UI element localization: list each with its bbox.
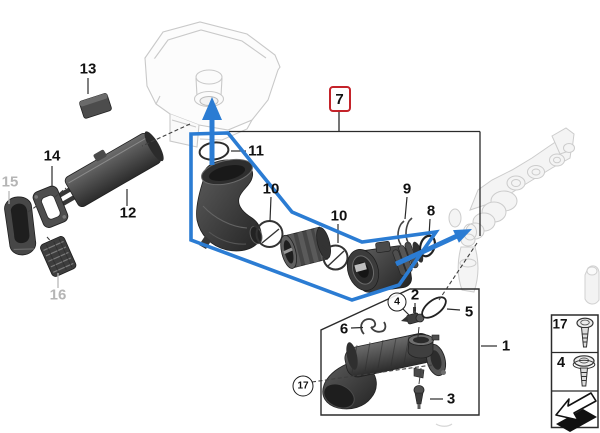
dashed-lines xyxy=(27,123,478,383)
bracket-lines-7 xyxy=(229,111,481,236)
callout-6[interactable]: 6 xyxy=(339,320,349,338)
group-box-1 xyxy=(320,288,480,416)
corrugated-sleeve xyxy=(280,226,331,269)
right-edge-ghost xyxy=(584,265,600,305)
screw-icon xyxy=(576,317,594,348)
hose-clamp-10-left xyxy=(248,218,284,248)
part-12-resonator xyxy=(50,131,164,208)
callout-10-right[interactable]: 10 xyxy=(330,207,348,225)
callout-7-highlighted[interactable]: 7 xyxy=(328,86,351,112)
callout-12[interactable]: 12 xyxy=(119,204,137,222)
direction-arrow-icon xyxy=(555,392,597,432)
legend-panel xyxy=(550,314,599,432)
callout-4-circled[interactable]: 4 xyxy=(387,292,407,312)
flow-arrow-up-icon xyxy=(202,97,222,165)
hose-clamp-10-right xyxy=(321,244,349,271)
turbocharger-manifold-ghost xyxy=(448,127,575,293)
legend-screw-17-label[interactable]: 17 xyxy=(552,316,568,332)
intake-tube-assembly-1 xyxy=(322,333,447,410)
callout-14[interactable]: 14 xyxy=(43,147,61,165)
callout-9[interactable]: 9 xyxy=(402,180,412,198)
legend-screw-4-label[interactable]: 4 xyxy=(556,354,566,371)
flow-highlight-outline xyxy=(189,97,472,302)
leader-lines xyxy=(51,78,497,400)
part-16-grille xyxy=(40,236,77,277)
upper-intake-duct xyxy=(196,158,263,252)
part-13-pad xyxy=(79,93,112,119)
retaining-clip-9 xyxy=(397,217,413,246)
callout-15[interactable]: 15 xyxy=(1,173,19,191)
callout-13[interactable]: 13 xyxy=(79,60,97,78)
callout-16[interactable]: 16 xyxy=(49,286,67,304)
callout-8[interactable]: 8 xyxy=(426,202,436,220)
gasket-5 xyxy=(421,296,447,319)
callout-17-circled[interactable]: 17 xyxy=(292,375,314,397)
callout-11[interactable]: 11 xyxy=(248,142,264,160)
screw-icon xyxy=(572,355,596,387)
faint-mark xyxy=(435,423,453,427)
flow-arrow-right-icon xyxy=(394,229,472,267)
callout-5[interactable]: 5 xyxy=(464,303,474,321)
sensor-2 xyxy=(401,307,425,338)
callout-10-left[interactable]: 10 xyxy=(262,180,280,198)
wire-clip-6 xyxy=(360,318,387,335)
callout-2[interactable]: 2 xyxy=(410,286,420,304)
callout-1[interactable]: 1 xyxy=(501,337,511,355)
sensor-3 xyxy=(413,367,425,409)
mass-air-flow-sensor xyxy=(346,240,424,293)
part-14-bracket-frame xyxy=(32,185,69,228)
callout-3[interactable]: 3 xyxy=(446,390,456,408)
muted-leader-lines xyxy=(8,191,59,288)
part-15-intake-duct xyxy=(4,196,37,256)
